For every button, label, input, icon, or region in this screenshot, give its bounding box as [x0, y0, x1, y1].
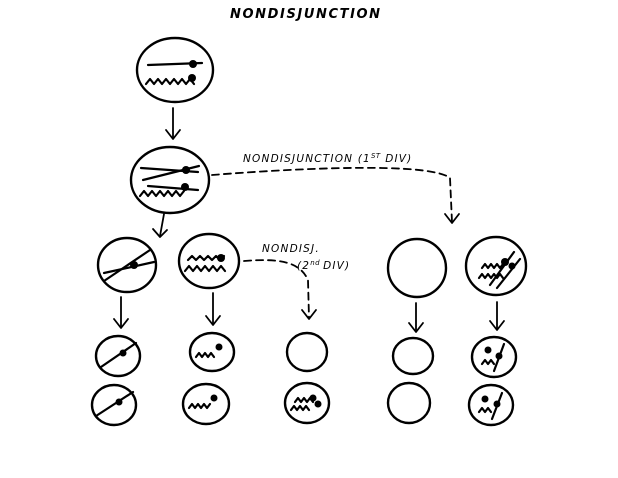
centromere-dot	[484, 346, 492, 354]
gamete-disomic	[467, 383, 515, 427]
gamete-disomic	[283, 381, 331, 425]
centromere-dot	[309, 394, 317, 402]
second-division-label-line1: NONDISJ.	[262, 243, 320, 255]
normal-cell-straight	[96, 236, 158, 294]
extra-chromosome-cell	[464, 235, 528, 297]
centromere-dot	[210, 394, 218, 402]
gamete-wavy	[181, 382, 231, 426]
gamete-wavy	[188, 331, 236, 373]
duplicated-cell	[129, 145, 211, 215]
gamete-empty	[391, 336, 435, 376]
centromere-dot	[501, 258, 509, 266]
arrow-down	[113, 296, 129, 329]
centromere-dot	[188, 74, 196, 82]
centromere-dot	[181, 183, 189, 191]
centromere-dot	[217, 254, 225, 262]
straight-chromatid	[488, 250, 516, 287]
centromere-dot	[481, 395, 489, 403]
straight-chromatid	[495, 257, 522, 290]
diagram-title: NONDISJUNCTION	[230, 7, 382, 22]
gamete-straight	[94, 334, 142, 378]
parent-cell	[135, 36, 215, 104]
centromere-dot	[493, 400, 501, 408]
empty-cell	[386, 237, 448, 299]
wavy-chromosome	[144, 77, 196, 86]
wavy-chromatid	[477, 272, 505, 280]
arrow-down	[489, 301, 505, 331]
arrow-down	[165, 107, 181, 140]
second-division-pathway	[243, 259, 317, 320]
first-division-pathway	[211, 166, 460, 224]
arrow-down	[408, 302, 424, 333]
gamete-straight	[90, 383, 138, 427]
arrow-down	[205, 292, 221, 326]
centromere-dot	[215, 343, 223, 351]
normal-cell-wavy	[177, 232, 241, 290]
straight-chromatid	[102, 248, 152, 283]
arrow-down	[152, 213, 168, 238]
centromere-dot	[130, 261, 138, 269]
gamete-disomic	[470, 335, 518, 379]
wavy-chromatid	[146, 184, 200, 192]
gamete-empty	[386, 381, 432, 425]
gamete-empty	[285, 331, 329, 373]
straight-chromatid	[102, 260, 156, 275]
wavy-chromatid	[480, 262, 505, 270]
centromere-dot	[189, 60, 197, 68]
centromere-dot	[495, 352, 503, 360]
centromere-dot	[182, 166, 190, 174]
centromere-dot	[119, 349, 127, 357]
centromere-dot	[314, 400, 322, 408]
centromere-dot	[508, 262, 516, 270]
first-division-label: NONDISJUNCTION (1ST DIV)	[243, 152, 412, 165]
straight-chromatid	[141, 164, 201, 182]
wavy-chromatid	[138, 189, 186, 198]
wavy-chromatid	[183, 264, 227, 273]
centromere-dot	[115, 398, 123, 406]
